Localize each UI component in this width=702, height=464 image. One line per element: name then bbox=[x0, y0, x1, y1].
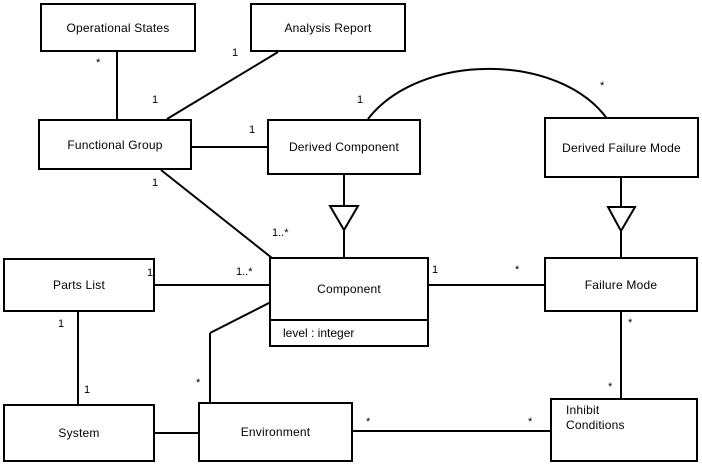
mult-component-diag-1star: 1..* bbox=[272, 227, 289, 239]
class-name-derived-component: Derived Component bbox=[288, 140, 400, 154]
class-box-system[interactable]: System bbox=[3, 404, 155, 462]
mult-partslist-right-1: 1 bbox=[147, 267, 154, 279]
mult-component-right-1: 1 bbox=[432, 264, 439, 276]
class-name-operational-states: Operational States bbox=[66, 20, 170, 35]
mult-failuremode-left-star: * bbox=[515, 264, 520, 276]
mult-inhibit-top-star: * bbox=[608, 381, 613, 393]
class-name-derived-failure-mode: Derived Failure Mode bbox=[562, 140, 681, 155]
mult-inhibit-left-star: * bbox=[528, 416, 533, 428]
class-box-environment[interactable]: Environment bbox=[198, 402, 353, 462]
class-box-parts-list[interactable]: Parts List bbox=[3, 258, 155, 312]
mult-functionalgroup-bot-1: 1 bbox=[152, 177, 159, 189]
class-name-parts-list: Parts List bbox=[52, 278, 105, 292]
mult-arc-star: * bbox=[600, 80, 605, 92]
class-box-component[interactable]: Component level : integer bbox=[269, 257, 429, 347]
class-name-system: System bbox=[58, 426, 100, 440]
edge-environment-component-diagonal bbox=[209, 301, 272, 334]
class-box-failure-mode[interactable]: Failure Mode bbox=[544, 257, 698, 312]
mult-analysisreport-1: 1 bbox=[232, 47, 239, 59]
class-box-inhibit-conditions[interactable]: Inhibit Conditions bbox=[550, 398, 698, 462]
class-name-inhibit-conditions: Inhibit Conditions bbox=[566, 403, 625, 432]
edge-functionalgroup-component bbox=[160, 169, 273, 259]
mult-environment-top-star: * bbox=[196, 377, 201, 389]
class-name-analysis-report: Analysis Report bbox=[284, 20, 372, 35]
class-box-functional-group[interactable]: Functional Group bbox=[38, 119, 192, 170]
mult-arc-1: 1 bbox=[357, 94, 364, 106]
class-box-operational-states[interactable]: Operational States bbox=[40, 3, 196, 52]
class-name-functional-group: Functional Group bbox=[67, 137, 163, 152]
mult-environment-right-star: * bbox=[366, 416, 371, 428]
mult-functionalgroup-top-1: 1 bbox=[152, 94, 159, 106]
class-box-derived-component[interactable]: Derived Component bbox=[267, 119, 421, 175]
class-name-environment: Environment bbox=[240, 425, 311, 439]
mult-component-left-1star: 1..* bbox=[236, 266, 253, 278]
edge-derivedcomponent-derivedfailuremode bbox=[367, 67, 609, 121]
generalization-triangle-component bbox=[328, 205, 360, 232]
mult-system-top-1: 1 bbox=[84, 384, 91, 396]
class-attribute-component: level : integer bbox=[271, 319, 427, 345]
mult-opstates-star: * bbox=[96, 57, 101, 69]
class-name-component: Component bbox=[317, 282, 381, 296]
class-name-failure-mode: Failure Mode bbox=[584, 277, 658, 292]
class-box-derived-failure-mode[interactable]: Derived Failure Mode bbox=[544, 117, 699, 178]
mult-partslist-bot-1: 1 bbox=[58, 318, 65, 330]
mult-derivedcomponent-left-1: 1 bbox=[249, 124, 256, 136]
edge-analysisreport-functionalgroup bbox=[166, 51, 279, 120]
mult-failuremode-bot-star: * bbox=[628, 317, 633, 329]
class-box-analysis-report[interactable]: Analysis Report bbox=[250, 3, 406, 52]
generalization-triangle-failure-mode bbox=[606, 206, 637, 234]
